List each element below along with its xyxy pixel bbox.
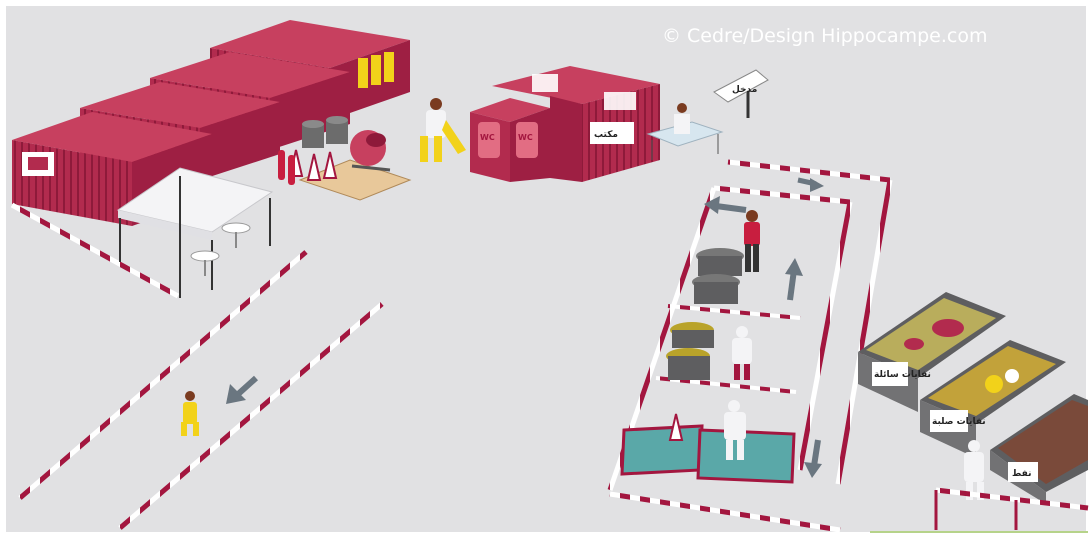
toilet-label-1: WC [480,133,495,142]
office-sign: مكتب [594,130,618,140]
skip-label-2: نفايات صلبة [932,417,986,427]
toilet-block: WC WC [470,98,550,182]
direction-sign-text: مدخل [732,85,757,95]
copyright-credit: © Cedre/Design Hippocampe.com [662,25,987,47]
skip-label-3: نفط [1012,469,1032,479]
skip-label-1: نفايات سائلة [874,370,931,380]
toilet-label-2: WC [518,133,533,142]
monitor-icon [22,152,54,176]
